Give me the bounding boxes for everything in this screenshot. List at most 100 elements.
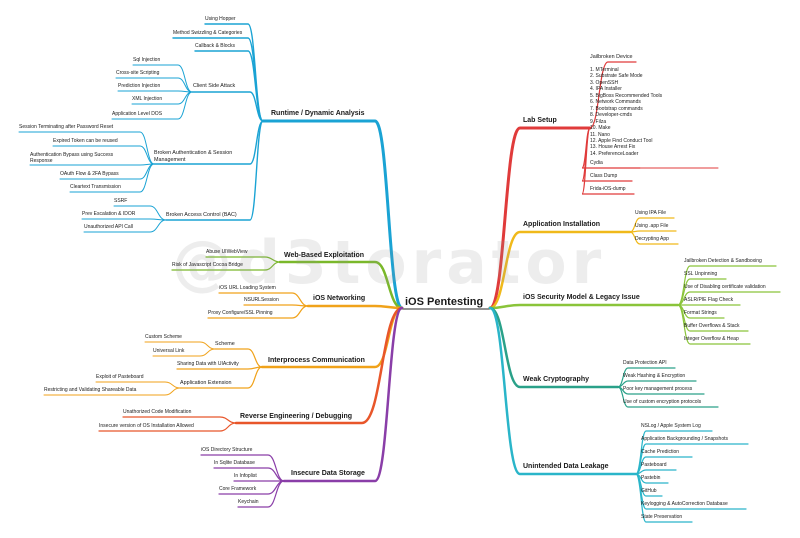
node-jailbroken-detection: Jailbroken Detection & Sandboxing xyxy=(684,258,762,264)
branch-connector xyxy=(261,119,404,310)
list-item: 9. Filza xyxy=(590,118,607,125)
node-aslr-pie-check: ASLR/PIE Flag Check xyxy=(684,297,734,303)
branch-application-installation: Application Installation xyxy=(523,221,601,228)
leaf-connector xyxy=(179,366,263,389)
node-scheme: Scheme xyxy=(215,341,235,347)
node-sharing-uiactivity: Sharing Data with UIActivity xyxy=(177,361,239,367)
node-sql-injection: Sql Injection xyxy=(133,57,161,63)
node-decrypting-app: Decrypting App xyxy=(635,236,669,242)
node-ssrf: SSRF xyxy=(114,198,128,204)
node-jailbroken-device: Jailbroken Device xyxy=(590,54,633,60)
branch-connector xyxy=(282,306,404,483)
node-expired-token: Expired Token can be reused xyxy=(53,138,118,144)
branch-connector xyxy=(234,306,404,425)
branch-connector xyxy=(488,230,632,310)
node-unauthorized-api-call: Unauthorized API Call xyxy=(84,224,133,230)
leaf-connector xyxy=(589,61,637,129)
node-buffer-overflows: Buffer Overflows & Stack xyxy=(684,323,740,329)
node-javascript-cocoa-bridge: Risk of Javascript Cocoa Bridge xyxy=(172,262,243,268)
node-application-level-dos: Application Level DOS xyxy=(112,111,163,117)
node-ios-directory-structure: iOS Directory Structure xyxy=(201,447,253,453)
list-item: 12. Apple Find Conduct Tool xyxy=(590,137,653,144)
node-cleartext-transmission: Cleartext Transmission xyxy=(70,184,121,190)
leaf-connector xyxy=(191,91,264,122)
list-item: 5. BigBoss Recommended Tools xyxy=(590,92,663,99)
node-using-ipa-file: Using IPA File xyxy=(635,210,667,216)
list-item: 7. Bootstrap commands xyxy=(590,105,643,112)
node-insecure-os-version: Insecure version of OS Installation Allo… xyxy=(99,423,194,429)
node-oauth-2fa-bypass: OAuth Flow & 2FA Bypass xyxy=(60,171,119,177)
node-disabling-cert-validation: Use of Disabling certificate validation xyxy=(684,284,766,290)
leaf-connector xyxy=(98,422,237,432)
leaf-connector xyxy=(111,91,193,120)
list-item: 1. MTerminal xyxy=(590,67,619,73)
branch-weak-cryptography: Weak Cryptography xyxy=(523,376,589,383)
leaf-connector xyxy=(176,366,263,370)
branch-web-based-exploitation: Web-Based Exploitation xyxy=(284,252,364,259)
leaf-connector xyxy=(635,469,677,475)
branch-connector xyxy=(488,126,592,310)
branch-connector xyxy=(488,303,680,310)
jailbroken-tools-list: 1. MTerminal 2. Substrate Safe Mode 3. O… xyxy=(590,67,662,157)
leaf-connector xyxy=(171,261,281,271)
list-item: 2. Substrate Safe Mode xyxy=(590,73,643,80)
node-prediction-injection: Prediction Injection xyxy=(118,83,161,89)
node-client-side-attack: Client Side Attack xyxy=(193,83,236,89)
leaf-connector xyxy=(677,304,751,345)
node-nsurlsession: NSURLSession xyxy=(244,297,279,303)
branch-reverse-engineering: Reverse Engineering / Debugging xyxy=(240,413,353,420)
list-item: 13. House Arrest Fix xyxy=(590,144,636,151)
node-poor-key-management: Poor key management process xyxy=(623,386,693,392)
leaf-connector xyxy=(243,304,309,307)
node-callback-blocks: Callback & Blocks xyxy=(195,43,236,49)
node-ios-url-loading: iOS URL Loading System xyxy=(219,285,276,291)
node-pastebin: Pastebin xyxy=(641,475,661,481)
node-cache-prediction: Cache Prediction xyxy=(641,449,680,455)
list-item: 6. Network Commands xyxy=(590,99,641,106)
node-nslog: NSLog / Apple System Log xyxy=(641,423,701,429)
node-broken-access-control: Broken Access Control (BAC) xyxy=(166,212,237,218)
list-item: 14. PreferenceLoader xyxy=(590,150,639,157)
node-using-hopper: Using Hopper xyxy=(205,16,236,22)
leaf-connector xyxy=(629,230,677,233)
list-item: 4. IPA Installer xyxy=(590,86,622,93)
node-cross-site-scripting: Cross-site Scripting xyxy=(116,70,160,76)
list-item: 8. Developer-cmds xyxy=(590,112,632,119)
leaf-connector xyxy=(635,473,693,523)
node-prev-escalation-idor: Prev Escalation & IDOR xyxy=(82,211,136,217)
branch-interprocess-communication: Interprocess Communication xyxy=(268,357,365,364)
leaf-connector xyxy=(214,348,263,368)
node-integer-overflow: Integer Overflow & Heap xyxy=(684,336,739,342)
branch-insecure-data-storage: Insecure Data Storage xyxy=(291,470,365,477)
node-session-terminating: Session Terminating after Password Reset xyxy=(19,124,114,130)
node-class-dump: Class Dump xyxy=(590,173,618,179)
node-method-swizzling: Method Swizzling & Categories xyxy=(173,30,243,36)
leaf-connector xyxy=(144,341,216,350)
leaf-connector xyxy=(237,480,285,508)
watermark: @d3torator xyxy=(172,228,607,298)
node-application-extension: Application Extension xyxy=(180,380,232,386)
node-state-preservation: State Preservation xyxy=(641,514,683,520)
node-weak-hashing: Weak Hashing & Encryption xyxy=(623,373,686,379)
node-auth-bypass: Authentication Bypass using Success Resp… xyxy=(30,152,114,164)
node-using-app-file: Using .app File xyxy=(635,223,669,229)
leaf-connector xyxy=(52,145,155,165)
node-restricting-shareable-data: Restricting and Validating Shareable Dat… xyxy=(44,387,137,393)
node-abuse-uiwebview: Abuse UIWebView xyxy=(206,249,248,255)
node-proxy-ssl-pinning: Proxy Configure/SSL Pinning xyxy=(208,310,273,316)
node-cydia: Cydia xyxy=(590,160,603,166)
leaf-connector xyxy=(117,90,193,93)
branch-connector xyxy=(488,306,620,389)
node-keylogging: Keylogging & AutoCorrection Database xyxy=(641,501,728,507)
node-sqlite-database: In Sqlite Database xyxy=(214,460,255,466)
node-unauthorized-code-modification: Unathorized Code Modification xyxy=(123,409,192,415)
node-frida-ios-dump: Frida-iOS-dump xyxy=(590,186,626,192)
leaf-connector xyxy=(207,305,309,319)
leaf-connector xyxy=(581,127,635,195)
leaf-connector xyxy=(69,163,155,193)
node-broken-authentication: Broken Authentication & Session Manageme… xyxy=(154,150,233,163)
node-universal-link: Universal Link xyxy=(153,348,185,354)
node-pasteboard: Pasteboard xyxy=(641,462,667,468)
leaf-connector xyxy=(152,348,216,357)
